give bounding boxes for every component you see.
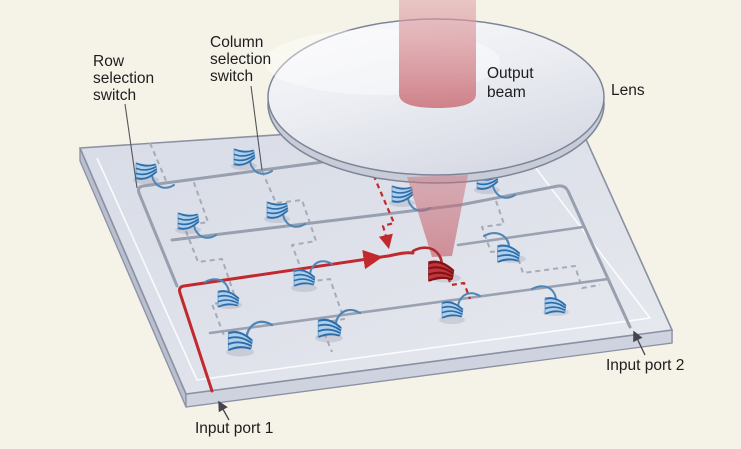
output-beam-label: Output beam <box>487 65 538 101</box>
input-port-2-bus <box>170 184 632 329</box>
row-waveguide-b-right <box>456 225 585 247</box>
annotations: Row selection switch Column selection sw… <box>93 34 684 437</box>
active-path-arrow <box>362 249 383 270</box>
input-port-2-label: Input port 2 <box>606 357 684 374</box>
active-column-arrow <box>378 233 393 250</box>
active-optical-path <box>178 166 472 393</box>
row-selection-bus <box>137 131 542 288</box>
row-switch-label: Row selection switch <box>93 53 159 104</box>
column-path-4 <box>481 200 601 289</box>
waveguides <box>137 131 632 335</box>
input-port-1-label: Input port 1 <box>195 420 273 437</box>
input-port-1-arrow <box>218 400 230 421</box>
output-beam-cone <box>407 175 468 257</box>
active-path-solid <box>178 251 415 393</box>
row-switch-leader <box>124 103 138 189</box>
active-column-dashed-lower <box>443 268 472 300</box>
input-port-2-arrow <box>633 330 646 356</box>
output-beam-column <box>399 0 476 108</box>
column-switch-leader <box>250 85 263 171</box>
row-waveguide-c <box>208 277 610 335</box>
column-switch-label: Column selection switch <box>210 34 276 85</box>
lens-label: Lens <box>611 82 645 99</box>
